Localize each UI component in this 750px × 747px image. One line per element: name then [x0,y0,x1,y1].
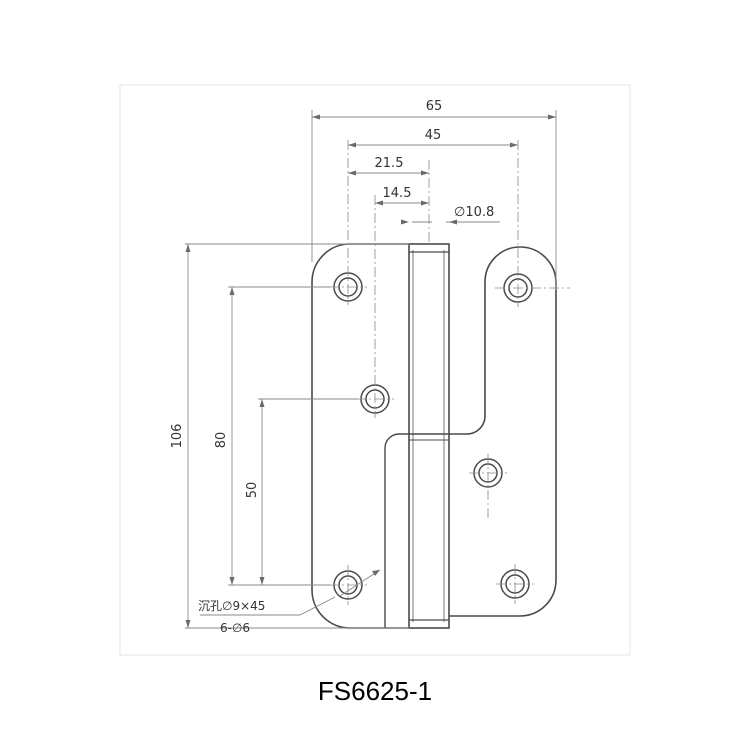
dim-overall-width: 65 [426,99,443,114]
right-hinge-leaf [447,246,557,617]
left-leaf-step [384,433,411,628]
dim-hole-offset-a: 21.5 [375,156,404,171]
dimension-arrows [185,114,556,628]
dim-hole-spacing-80: 80 [214,432,229,449]
dim-hole-offset-b: 14.5 [383,186,412,201]
model-number: FS6625-1 [317,676,433,706]
dim-hole-spacing-50: 50 [245,482,260,499]
dimension-lines [185,110,557,629]
dim-pin-diameter: ∅10.8 [454,205,494,220]
note-countersink: 沉孔∅9×45 [198,599,265,613]
dim-leaf-width: 45 [425,128,442,143]
hinge-knuckle [408,243,450,629]
note-hole-count: 6-∅6 [220,621,250,635]
dim-overall-height: 106 [170,424,185,449]
drawing-frame [119,84,631,656]
center-lines [329,140,570,605]
left-hinge-leaf [311,243,412,629]
